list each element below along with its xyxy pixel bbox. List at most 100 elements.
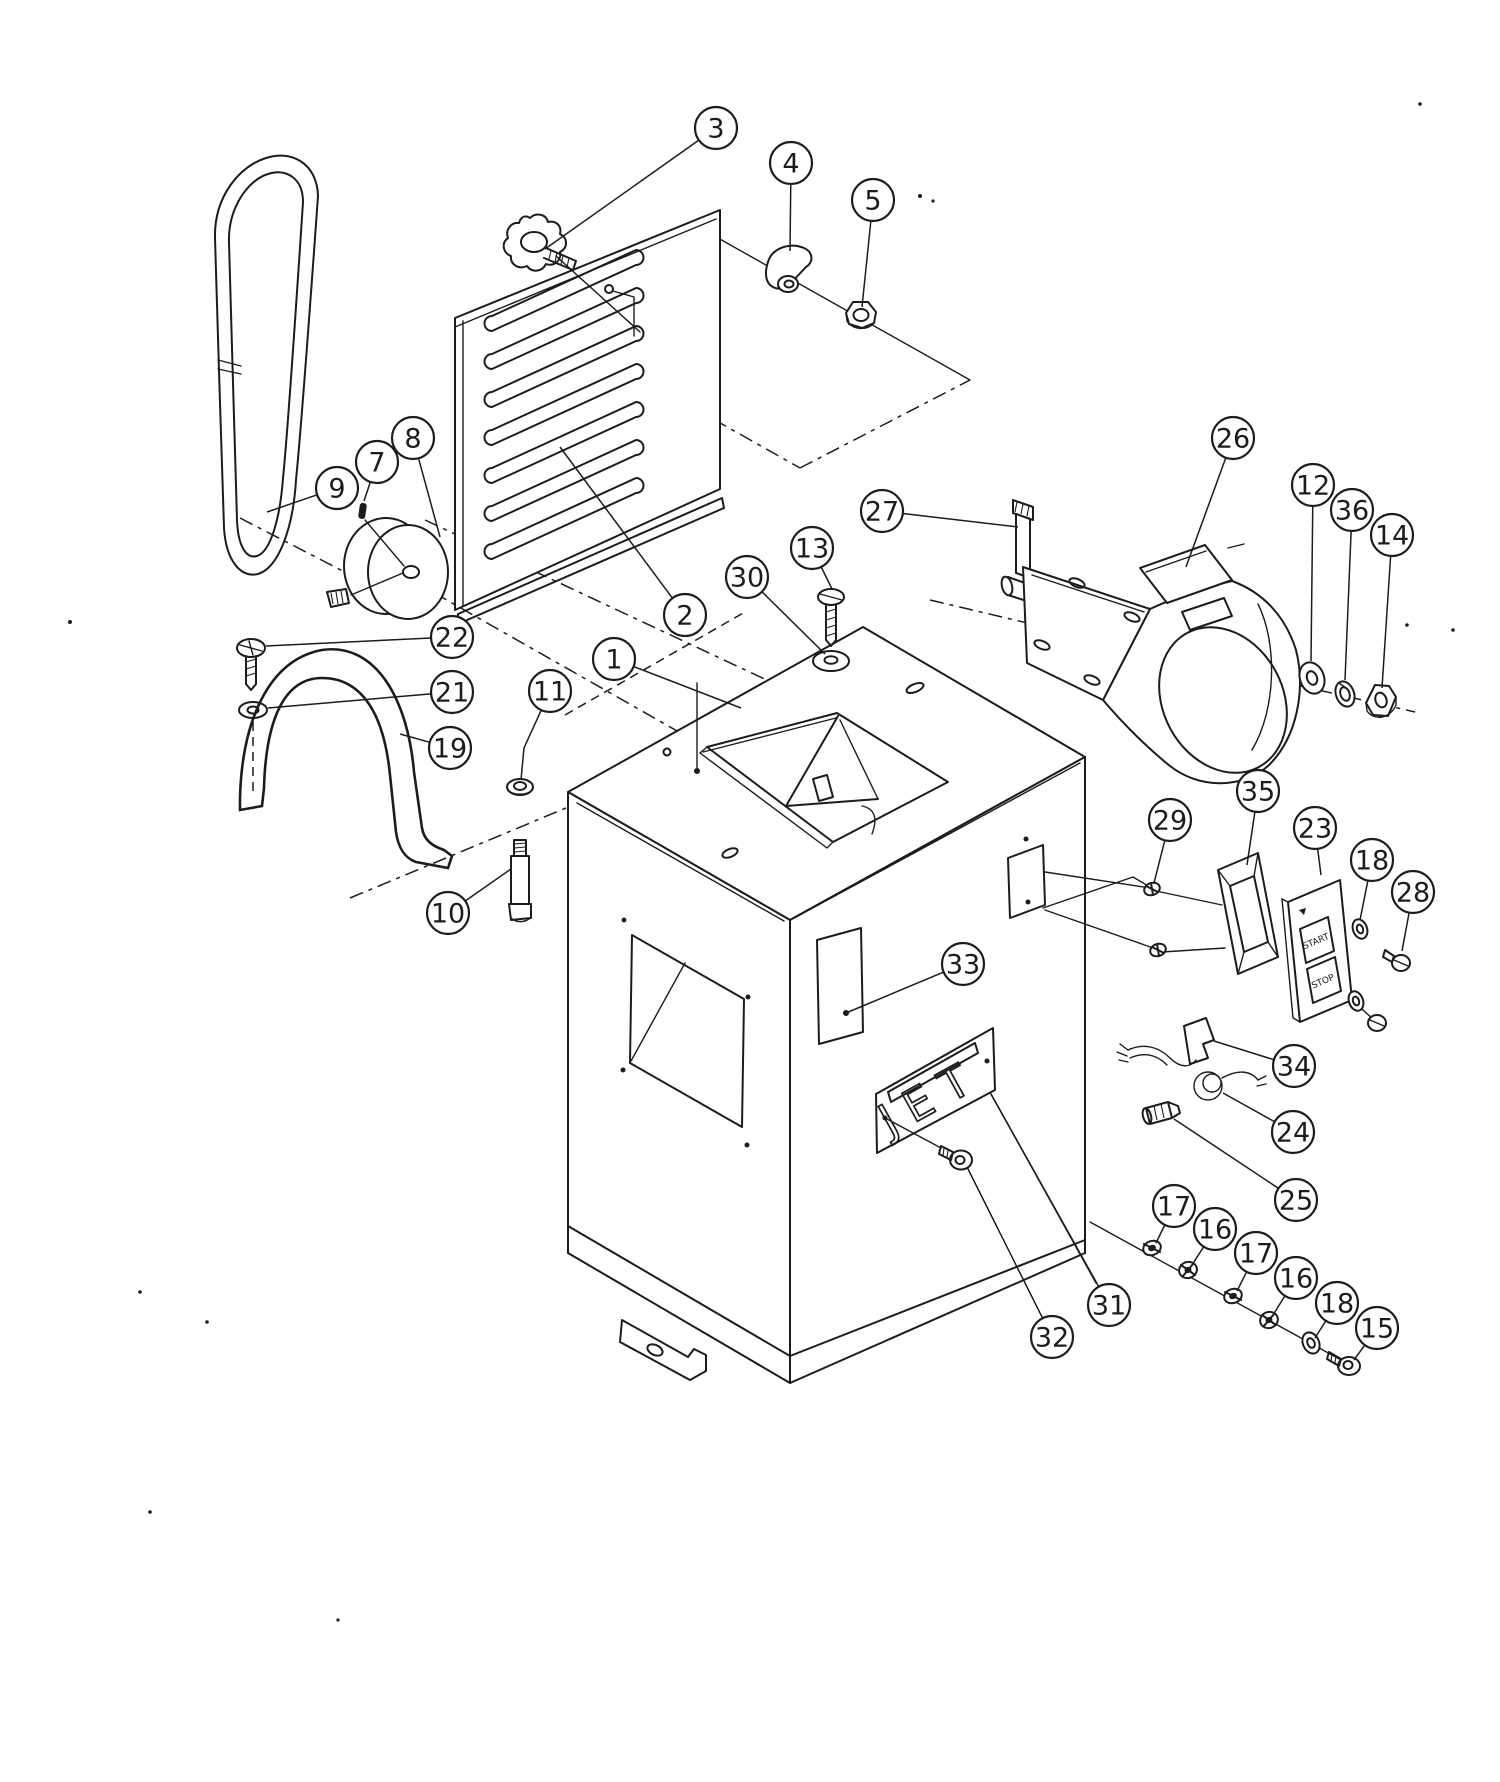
callout-17-31: 17 bbox=[1151, 1183, 1197, 1244]
switch-mount-opening bbox=[1007, 836, 1046, 919]
callout-circle-26 bbox=[1210, 415, 1256, 461]
callout-circle-32 bbox=[1029, 1314, 1075, 1360]
clamp-nut bbox=[845, 301, 877, 330]
stud-nut bbox=[506, 778, 534, 796]
switch-washer-lower bbox=[1347, 990, 1365, 1012]
callout-number-35: 35 bbox=[1241, 777, 1275, 808]
callout-circle-34 bbox=[1271, 1043, 1317, 1089]
callout-leader-17 bbox=[1155, 1224, 1166, 1244]
stray-marks bbox=[68, 102, 1455, 1622]
switch-screws bbox=[1143, 881, 1167, 958]
callout-number-13: 13 bbox=[795, 534, 829, 565]
start-button: START bbox=[1299, 916, 1335, 964]
callout-leader-29 bbox=[1153, 840, 1166, 884]
keps-nut-2 bbox=[1223, 1287, 1243, 1305]
switch-bezel bbox=[1217, 852, 1279, 975]
callout-28-24: 28 bbox=[1390, 869, 1436, 952]
callout-number-10: 10 bbox=[431, 899, 465, 930]
callout-31-29: 31 bbox=[990, 1093, 1132, 1328]
callout-11-18: 11 bbox=[520, 668, 573, 781]
callout-leader-21 bbox=[267, 693, 432, 709]
callout-number-16: 16 bbox=[1198, 1215, 1232, 1246]
callout-15-36: 15 bbox=[1353, 1305, 1400, 1361]
callout-leader-2 bbox=[559, 446, 674, 599]
callout-leader-24 bbox=[1222, 1092, 1276, 1123]
callout-number-11: 11 bbox=[533, 677, 567, 708]
callout-16-34: 16 bbox=[1272, 1255, 1319, 1316]
callout-number-26: 26 bbox=[1216, 424, 1250, 455]
strain-relief bbox=[1183, 1017, 1215, 1065]
callout-26-11: 26 bbox=[1185, 415, 1256, 568]
callout-circle-18 bbox=[1314, 1280, 1360, 1326]
callout-number-2: 2 bbox=[676, 601, 693, 632]
cabinet-stand bbox=[567, 626, 1086, 1384]
cable-connector bbox=[1141, 1101, 1181, 1125]
drive-pulley bbox=[326, 502, 449, 620]
power-cable bbox=[1116, 1043, 1267, 1087]
keps-nut-1 bbox=[1142, 1239, 1162, 1257]
callout-8-3: 8 bbox=[390, 415, 441, 538]
set-screw bbox=[326, 572, 404, 608]
callout-33-25: 33 bbox=[845, 941, 986, 1014]
callout-number-8: 8 bbox=[404, 424, 421, 455]
callout-leader-26 bbox=[1185, 457, 1227, 568]
callout-circle-17 bbox=[1233, 1230, 1279, 1276]
callout-circle-29 bbox=[1147, 797, 1193, 843]
star-washer-2 bbox=[1259, 1310, 1279, 1330]
callout-number-28: 28 bbox=[1396, 878, 1430, 909]
callout-number-15: 15 bbox=[1360, 1314, 1394, 1345]
callout-10-19: 10 bbox=[425, 868, 512, 936]
callout-number-16: 16 bbox=[1279, 1264, 1313, 1295]
motor-terminal-box bbox=[1139, 544, 1233, 604]
callout-number-9: 9 bbox=[328, 474, 345, 505]
callout-circle-21 bbox=[429, 669, 475, 715]
motor-end-bell bbox=[1158, 626, 1288, 774]
vent-window bbox=[629, 934, 745, 1128]
callout-circle-12 bbox=[1290, 462, 1336, 508]
louvers bbox=[483, 249, 645, 560]
callout-22-15: 22 bbox=[265, 614, 475, 660]
callout-2-6: 2 bbox=[559, 446, 708, 638]
lock-knob bbox=[502, 213, 641, 333]
callout-leader-35 bbox=[1246, 811, 1256, 866]
callout-leader-28 bbox=[1401, 912, 1410, 952]
callout-leader-5 bbox=[861, 220, 872, 308]
callout-circle-19 bbox=[427, 725, 473, 771]
callout-18-23: 18 bbox=[1349, 837, 1395, 921]
callout-16-32: 16 bbox=[1191, 1206, 1238, 1266]
callout-circle-14 bbox=[1369, 512, 1415, 558]
callout-12-12: 12 bbox=[1290, 462, 1336, 662]
callout-number-18: 18 bbox=[1355, 846, 1389, 877]
callout-number-31: 31 bbox=[1092, 1291, 1126, 1322]
callout-leader-18 bbox=[1359, 880, 1369, 921]
callout-leader-34 bbox=[1213, 1040, 1275, 1061]
callout-leader-10 bbox=[464, 868, 512, 902]
v-belt bbox=[213, 154, 319, 576]
callout-leader-11 bbox=[520, 709, 542, 781]
callout-circle-1 bbox=[591, 636, 637, 682]
guard-screw bbox=[236, 638, 266, 691]
callout-leader-15 bbox=[1353, 1344, 1366, 1361]
callout-number-33: 33 bbox=[946, 950, 980, 981]
stop-button: STOP bbox=[1306, 956, 1342, 1004]
callout-5-2: 5 bbox=[850, 177, 896, 308]
callout-leader-1 bbox=[633, 665, 742, 709]
callout-number-27: 27 bbox=[865, 497, 899, 528]
callout-circle-22 bbox=[429, 614, 475, 660]
callout-number-17: 17 bbox=[1239, 1239, 1273, 1270]
motor-vent-slot bbox=[1181, 597, 1233, 631]
switch-screw-lower bbox=[1367, 1014, 1387, 1032]
callout-circle-2 bbox=[662, 592, 708, 638]
callout-circle-15 bbox=[1354, 1305, 1400, 1351]
callout-circle-36 bbox=[1329, 487, 1375, 533]
base-fasteners bbox=[1089, 1221, 1361, 1376]
callout-17-33: 17 bbox=[1233, 1230, 1279, 1292]
callout-leader-3 bbox=[544, 139, 700, 250]
callout-24-27: 24 bbox=[1222, 1092, 1316, 1155]
louvered-panel bbox=[454, 209, 725, 625]
callout-number-17: 17 bbox=[1157, 1192, 1191, 1223]
callout-circle-25 bbox=[1273, 1177, 1319, 1223]
callout-9-5: 9 bbox=[266, 465, 360, 513]
callout-32-30: 32 bbox=[966, 1166, 1075, 1360]
